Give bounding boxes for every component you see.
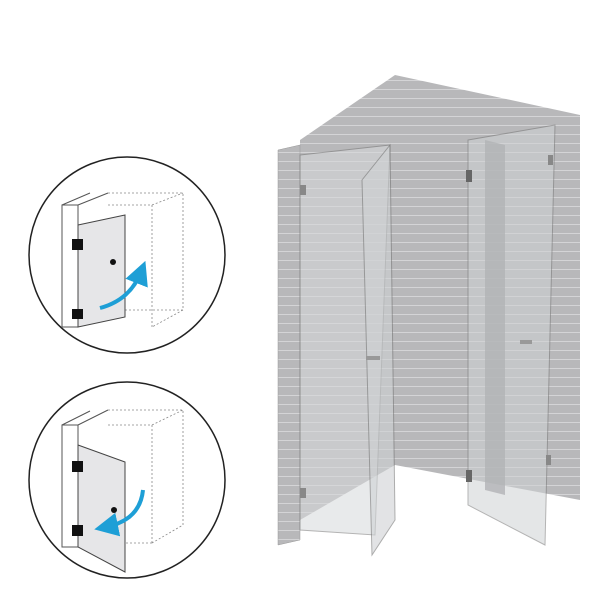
- inset-outward-opening: [28, 156, 226, 354]
- inset-inward-opening: [28, 381, 226, 579]
- dashed-enclosure-outline: [78, 409, 184, 544]
- door-handle-icon: [520, 340, 532, 344]
- inset-circle: [28, 156, 226, 354]
- inset-circle: [28, 381, 226, 579]
- knob-icon: [111, 507, 117, 513]
- hinge-icon: [546, 455, 551, 465]
- open-outward-arrow-icon: [99, 260, 148, 310]
- open-inward-arrow-icon: [94, 489, 145, 537]
- main-enclosure: [277, 75, 580, 557]
- right-door-glass: [467, 124, 556, 546]
- hinge-icon: [72, 309, 83, 319]
- hinge-icon: [72, 461, 83, 472]
- hinge-icon: [548, 155, 553, 165]
- hinge-icon: [72, 239, 83, 250]
- hinge-icon: [466, 470, 472, 482]
- door-panel: [77, 444, 126, 573]
- left-side-wall: [277, 144, 301, 546]
- hinge-icon: [300, 488, 306, 498]
- dashed-enclosure-outline: [108, 192, 184, 328]
- left-door-glass: [361, 143, 396, 557]
- knob-icon: [110, 259, 116, 265]
- hinge-icon: [72, 525, 83, 536]
- door-handle-icon: [366, 356, 380, 360]
- hinge-icon: [466, 170, 472, 182]
- hinge-icon: [300, 185, 306, 195]
- door-panel: [77, 214, 126, 328]
